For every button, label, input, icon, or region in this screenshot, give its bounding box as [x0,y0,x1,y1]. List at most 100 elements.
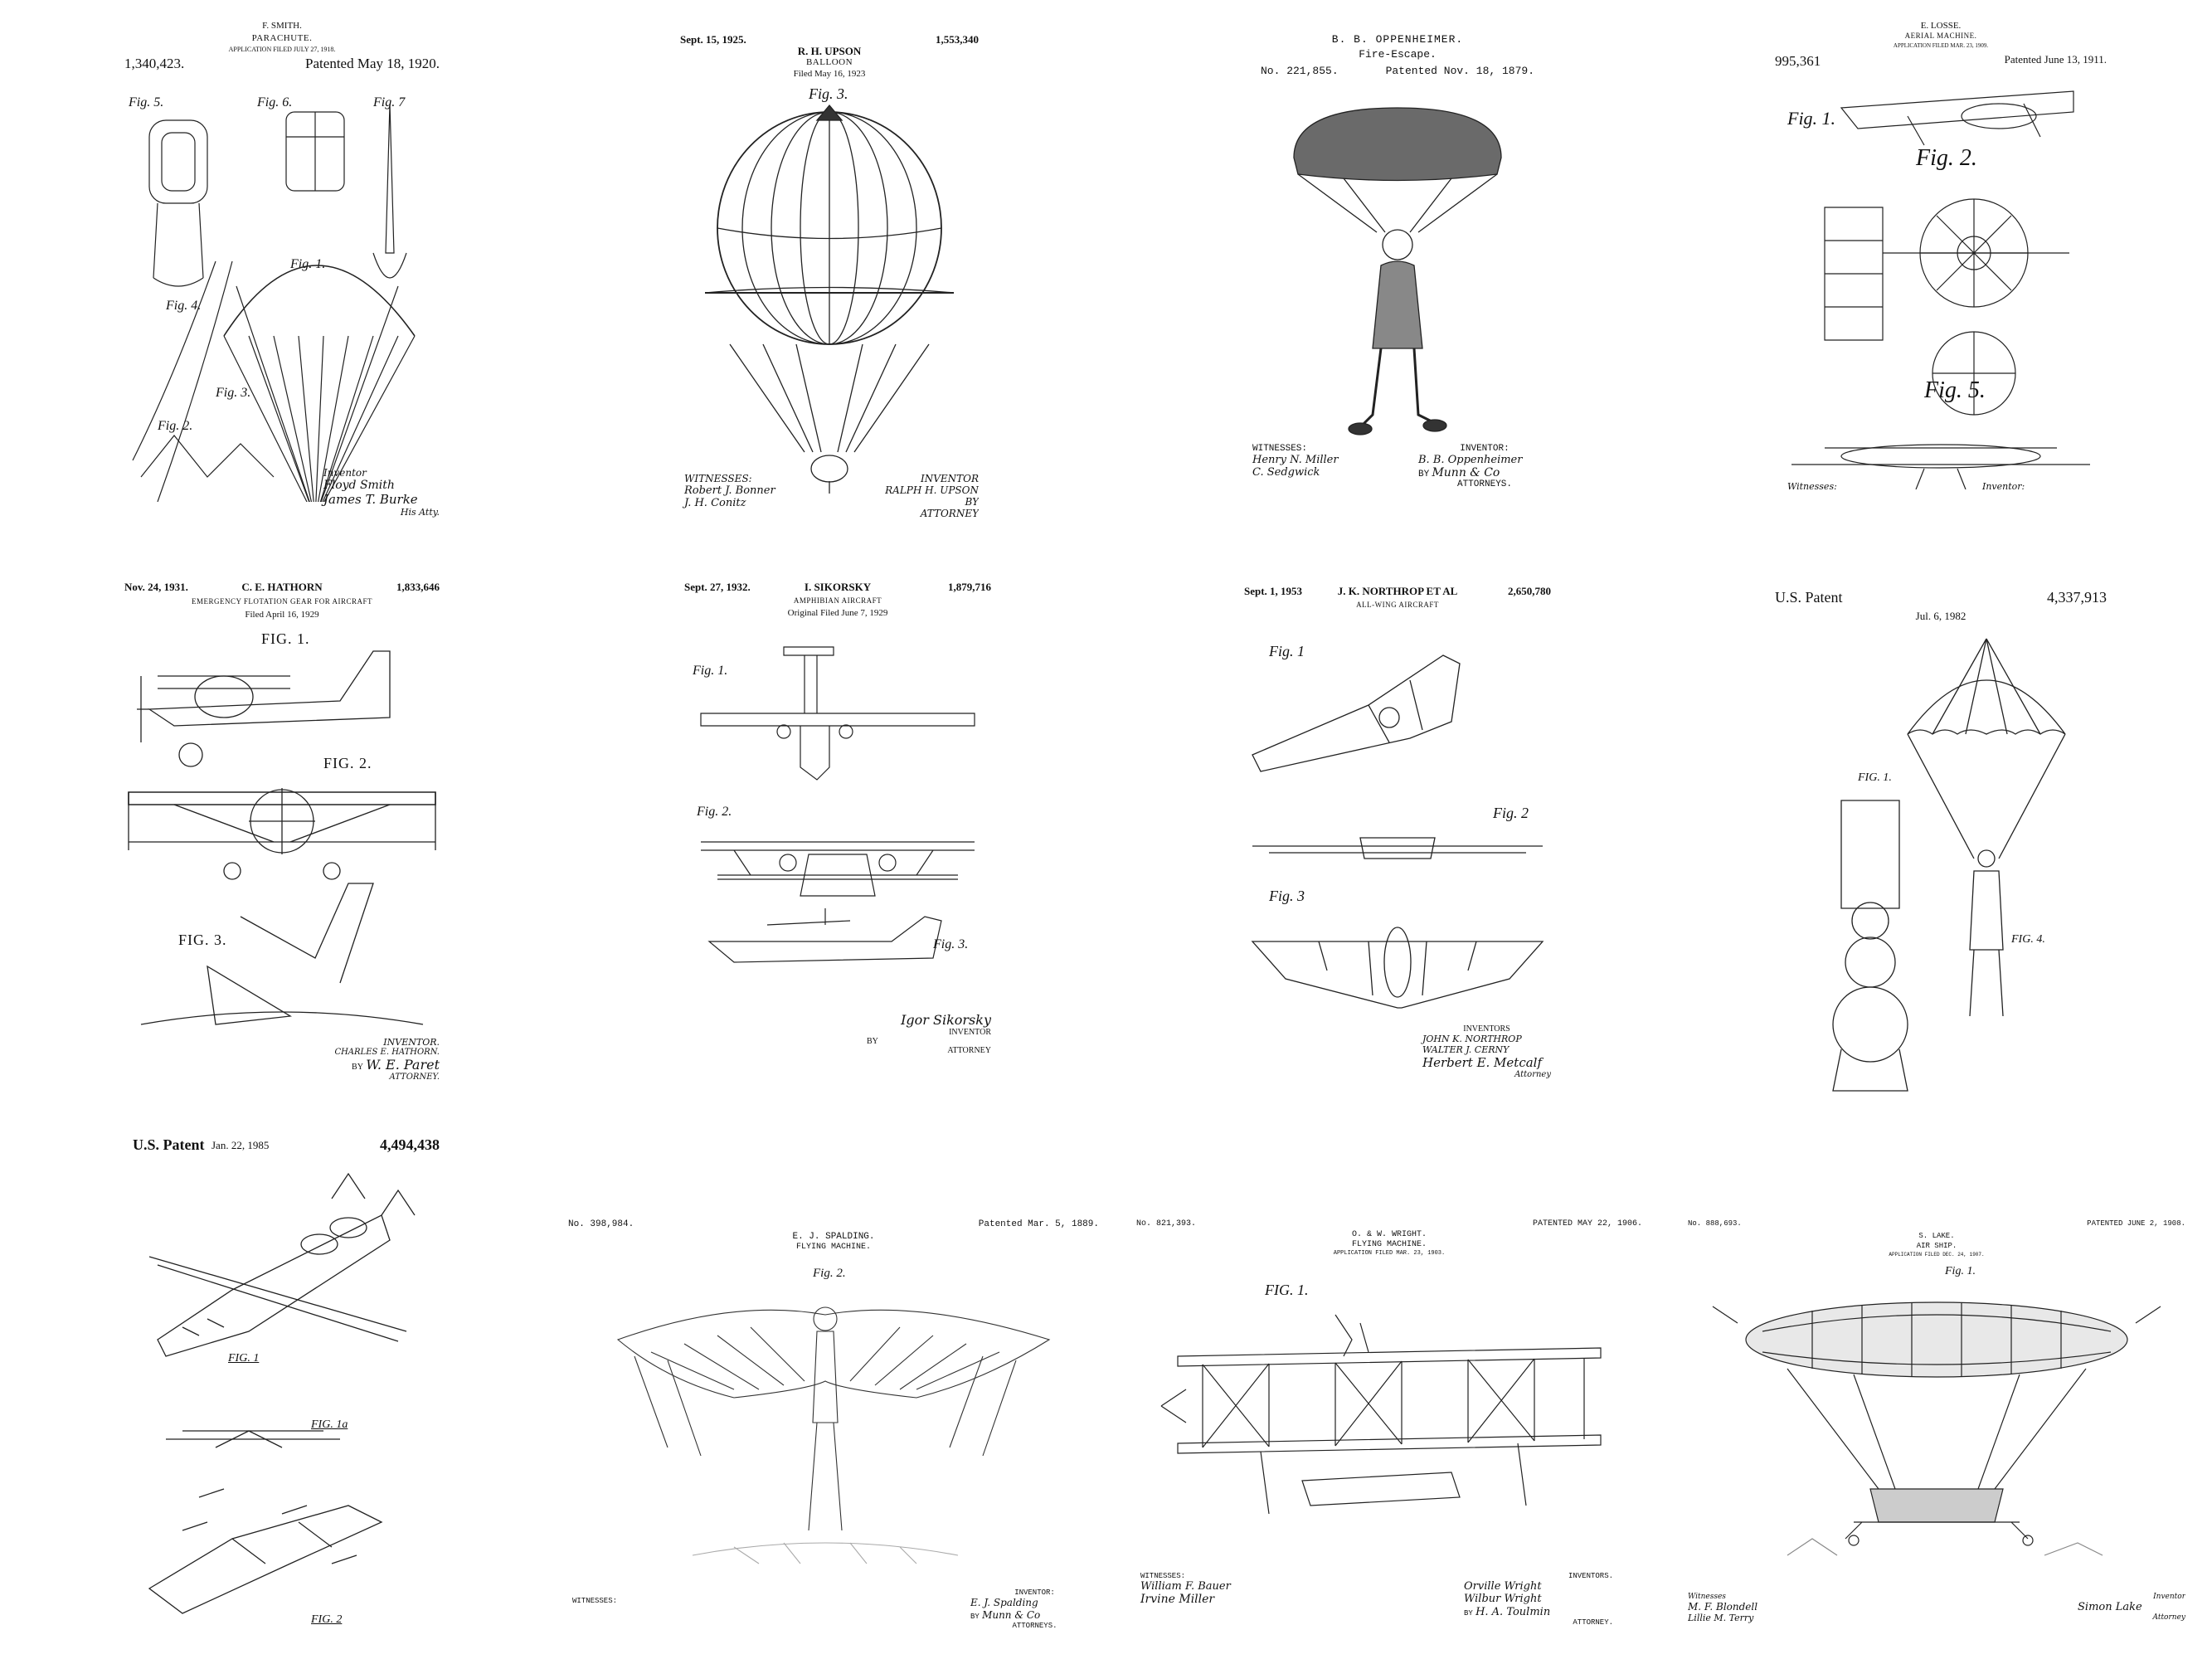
inventor-name: B. B. OPPENHEIMER. [1331,33,1464,46]
inventor-name: O. & W. WRIGHT. [1351,1230,1427,1239]
filed-date: Original Filed June 7, 1929 [787,608,888,618]
inventor-signature: Simon Lake [2078,1601,2142,1613]
filed-date: APPLICATION FILED MAR. 23, 1903. [1333,1250,1446,1257]
patent-header-left: U.S. Patent [133,1136,205,1153]
patent-number: No. 821,393. [1136,1219,1197,1228]
filed-date: Filed April 16, 1929 [245,610,319,620]
patent-number: 1,553,340 [936,33,979,46]
attorney-label: ATTORNEY [920,508,979,519]
inventor-name: F. SMITH. [262,21,302,31]
patent-panel-4337913-parachute: U.S. Patent 4,337,913 Jul. 6, 1982 FIG. … [1775,585,2107,1099]
fig-label: FIG. 1. [1858,771,1892,784]
fig-label: FIG. 4. [2011,933,2045,946]
patent-title: EMERGENCY FLOTATION GEAR FOR AIRCRAFT [192,597,372,606]
fig-label: FIG. 2 [311,1613,343,1626]
filed-date: APPLICATION FILED DEC. 24, 1907. [1889,1252,1985,1258]
attorney-label: ATTORNEY [947,1046,991,1055]
patent-number: 2,650,780 [1508,585,1551,597]
witness-signature: Robert J. Bonner [684,484,775,497]
inventor-name: E. LOSSE. [1920,21,1962,31]
witness-label: WITNESSES: [684,473,752,484]
inventor-name: J. K. NORTHROP ET AL [1337,585,1458,597]
patent-date: Patented Mar. 5, 1889. [978,1219,1099,1229]
inventor-name: R. H. UPSON [797,45,862,57]
fig-label: Fig. 2 [1493,805,1529,821]
patent-panel-wright-flying-machine: No. 821,393. PATENTED MAY 22, 1906. O. &… [1136,1215,1642,1647]
fig-label: FIG. 2. [323,755,372,771]
military-aircraft-drawing [133,1165,440,1647]
patent-panel-oppenheimer-fire-escape: B. B. OPPENHEIMER. Fire-Escape. No. 221,… [1244,33,1551,531]
patent-number: 1,833,646 [396,581,440,593]
inventor-signature: CHARLES E. HATHORN. [334,1048,440,1057]
patent-panel-northrop-all-wing: Sept. 1, 1953 J. K. NORTHROP ET AL 2,650… [1244,581,1551,1095]
fig-label: Fig. 4. [166,299,202,313]
patent-title: FLYING MACHINE. [1351,1240,1427,1249]
patent-title: ALL-WING AIRCRAFT [1356,601,1439,609]
fig-label: Fig. 3. [809,85,848,102]
patent-number: No. 221,855. [1261,65,1339,77]
inventor-label: INVENTORS. [1568,1572,1613,1580]
patent-number: 1,340,423. [124,56,185,71]
fig-label: Fig. 2. [158,419,193,433]
attorney-label: ATTORNEY. [1573,1618,1613,1627]
fig-label: Fig. 1. [1787,108,1836,129]
inventor-signature: E. J. Spalding [970,1597,1038,1608]
by-label: BY [867,1037,878,1046]
aerial-machine-drawing [1775,75,2107,489]
patent-date: Nov. 24, 1931. [124,581,188,593]
fig-label: Fig. 7 [373,95,406,109]
witness-label: Witnesses [1688,1593,1726,1601]
fig-label: Fig. 3. [216,386,251,400]
attorney-signature: W. E. Paret [366,1057,440,1073]
witness-signature: M. F. Blondell [1688,1601,1758,1613]
attorney-signature: James T. Burke [323,492,418,507]
inventor-signature: JOHN K. NORTHROP [1422,1034,1522,1044]
patent-panel-smith-parachute: F. SMITH. PARACHUTE. APPLICATION FILED J… [124,12,440,527]
attorney-label: ATTORNEYS. [1012,1622,1057,1630]
by-label: BY [352,1063,363,1072]
inventor-label: Inventor [323,467,367,479]
fire-escape-drawing [1244,100,1551,440]
patent-date: Jul. 6, 1982 [1915,610,1966,622]
balloon-drawing [680,104,979,494]
witness-signature: J. H. Conitz [684,497,746,509]
attorney-label: His Atty. [400,507,440,518]
all-wing-drawing [1244,630,1551,1020]
patent-panel-losse-aerial-machine: E. LOSSE. AERIAL MACHINE. APPLICATION FI… [1775,17,2107,531]
fig-label: Fig. 2. [813,1267,846,1280]
fig-label: Fig. 1 [1269,643,1305,659]
fig-label: FIG. 1a [311,1418,348,1431]
patent-number: 4,494,438 [380,1136,440,1153]
witness-signature: Lillie M. Terry [1688,1613,1754,1623]
fig-label: Fig. 3 [1269,888,1305,904]
by-label: BY [1464,1609,1473,1618]
inventor-signature: Floyd Smith [323,479,395,492]
fig-label: Fig. 5. [1924,377,1986,403]
amphibian-drawing [684,630,991,995]
wright-flyer-drawing [1136,1306,1642,1547]
patent-title: AERIAL MACHINE. [1904,32,1977,40]
patent-date: Patented May 18, 1920. [305,56,440,71]
patent-date: Sept. 1, 1953 [1244,585,1303,597]
patent-date: Sept. 15, 1925. [680,33,746,46]
patent-number: No. 398,984. [568,1219,634,1229]
inventor-signature: Orville Wright [1464,1580,1542,1593]
inventor-label: INVENTOR. [383,1037,440,1048]
inventor-label: INVENTOR [949,1028,991,1037]
attorney-label: Attorney [2152,1613,2185,1622]
fig-label: FIG. 3. [178,932,227,948]
witness-signature: Irvine Miller [1140,1593,1215,1606]
patent-title: Fire-Escape. [1359,48,1437,61]
fig-label: FIG. 1. [1265,1282,1309,1298]
inventor-label: INVENTOR: [1014,1588,1055,1597]
witness-label: WITNESSES: [572,1597,618,1605]
attorney-signature: H. A. Toulmin [1475,1606,1551,1618]
patent-date: PATENTED JUNE 2, 1908. [2087,1219,2185,1228]
inventor-label: INVENTOR [920,473,979,484]
fig-label: Fig. 2. [697,805,732,819]
inventor-name: C. E. HATHORN [241,581,323,593]
witness-label: Witnesses: [1787,481,1837,492]
attorney-signature: Munn & Co [1432,466,1500,479]
inventor-name: E. J. SPALDING. [792,1232,875,1242]
patent-title: AMPHIBIAN AIRCRAFT [793,596,882,605]
